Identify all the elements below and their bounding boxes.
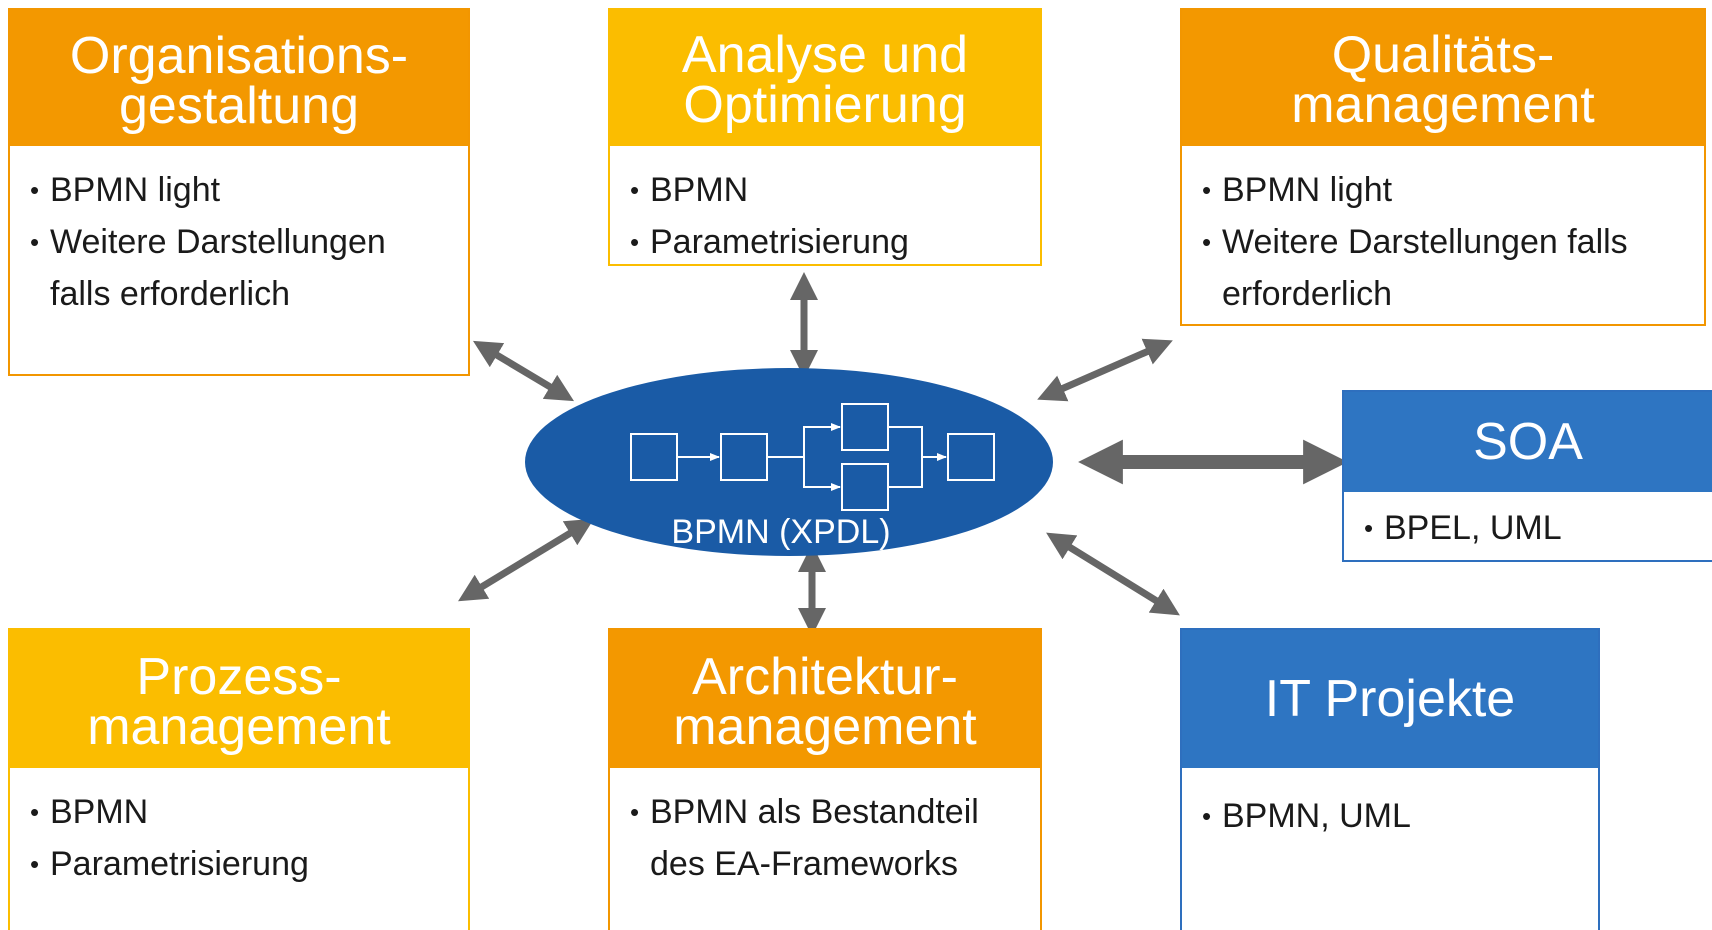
box-title: SOA [1344,392,1712,492]
box-title: IT Projekte [1182,630,1598,768]
bullet-list: BPMN Parametrisierung [610,146,1040,268]
list-item: BPMN als Bestandteil des EA-Frameworks [630,786,1020,890]
arrow-it [1046,532,1180,616]
box-it-projekte: IT Projekte BPMN, UML [1180,628,1600,930]
box-soa: SOA BPEL, UML [1342,390,1712,562]
list-item: BPMN light [30,164,448,216]
process-flow-icon [630,403,995,511]
arrow-qualitaet [1037,338,1173,402]
arrow-organisationsgestaltung [472,340,575,402]
box-qualitaetsmanagement: Qualitäts- management BPMN light Weitere… [1180,8,1706,326]
list-item: Weitere Darstellungen falls erforderlich [30,216,448,320]
box-title: Architektur- management [610,630,1040,768]
list-item: BPMN, UML [1202,790,1578,842]
bullet-list: BPMN als Bestandteil des EA-Frameworks [610,768,1040,890]
bullet-list: BPMN, UML [1182,768,1598,842]
list-item: Parametrisierung [30,838,448,890]
box-title: Prozess- management [10,630,468,768]
box-title: Organisations- gestaltung [10,10,468,146]
list-item: BPMN light [1202,164,1684,216]
box-analyse-optimierung: Analyse und Optimierung BPMN Parametrisi… [608,8,1042,268]
center-label: BPMN (XPDL) [671,513,891,551]
list-item: BPMN [630,164,1020,216]
box-organisationsgestaltung: Organisations- gestaltung BPMN light Wei… [8,8,470,376]
bullet-list: BPEL, UML [1344,492,1712,554]
bpmn-ellipse [525,368,1053,556]
list-item: Parametrisierung [630,216,1020,268]
list-item: BPMN [30,786,448,838]
bullet-list: BPMN light Weitere Darstellungen falls e… [10,146,468,320]
box-prozessmanagement: Prozess- management BPMN Parametrisierun… [8,628,470,930]
box-title: Analyse und Optimierung [610,10,1040,146]
arrow-prozess [458,518,594,602]
list-item: Weitere Darstellungen falls erforderlich [1202,216,1684,320]
box-title: Qualitäts- management [1182,10,1704,146]
bullet-list: BPMN light Weitere Darstellungen falls e… [1182,146,1704,320]
box-architekturmanagement: Architektur- management BPMN als Bestand… [608,628,1042,930]
list-item: BPEL, UML [1364,502,1692,554]
bullet-list: BPMN Parametrisierung [10,768,468,890]
